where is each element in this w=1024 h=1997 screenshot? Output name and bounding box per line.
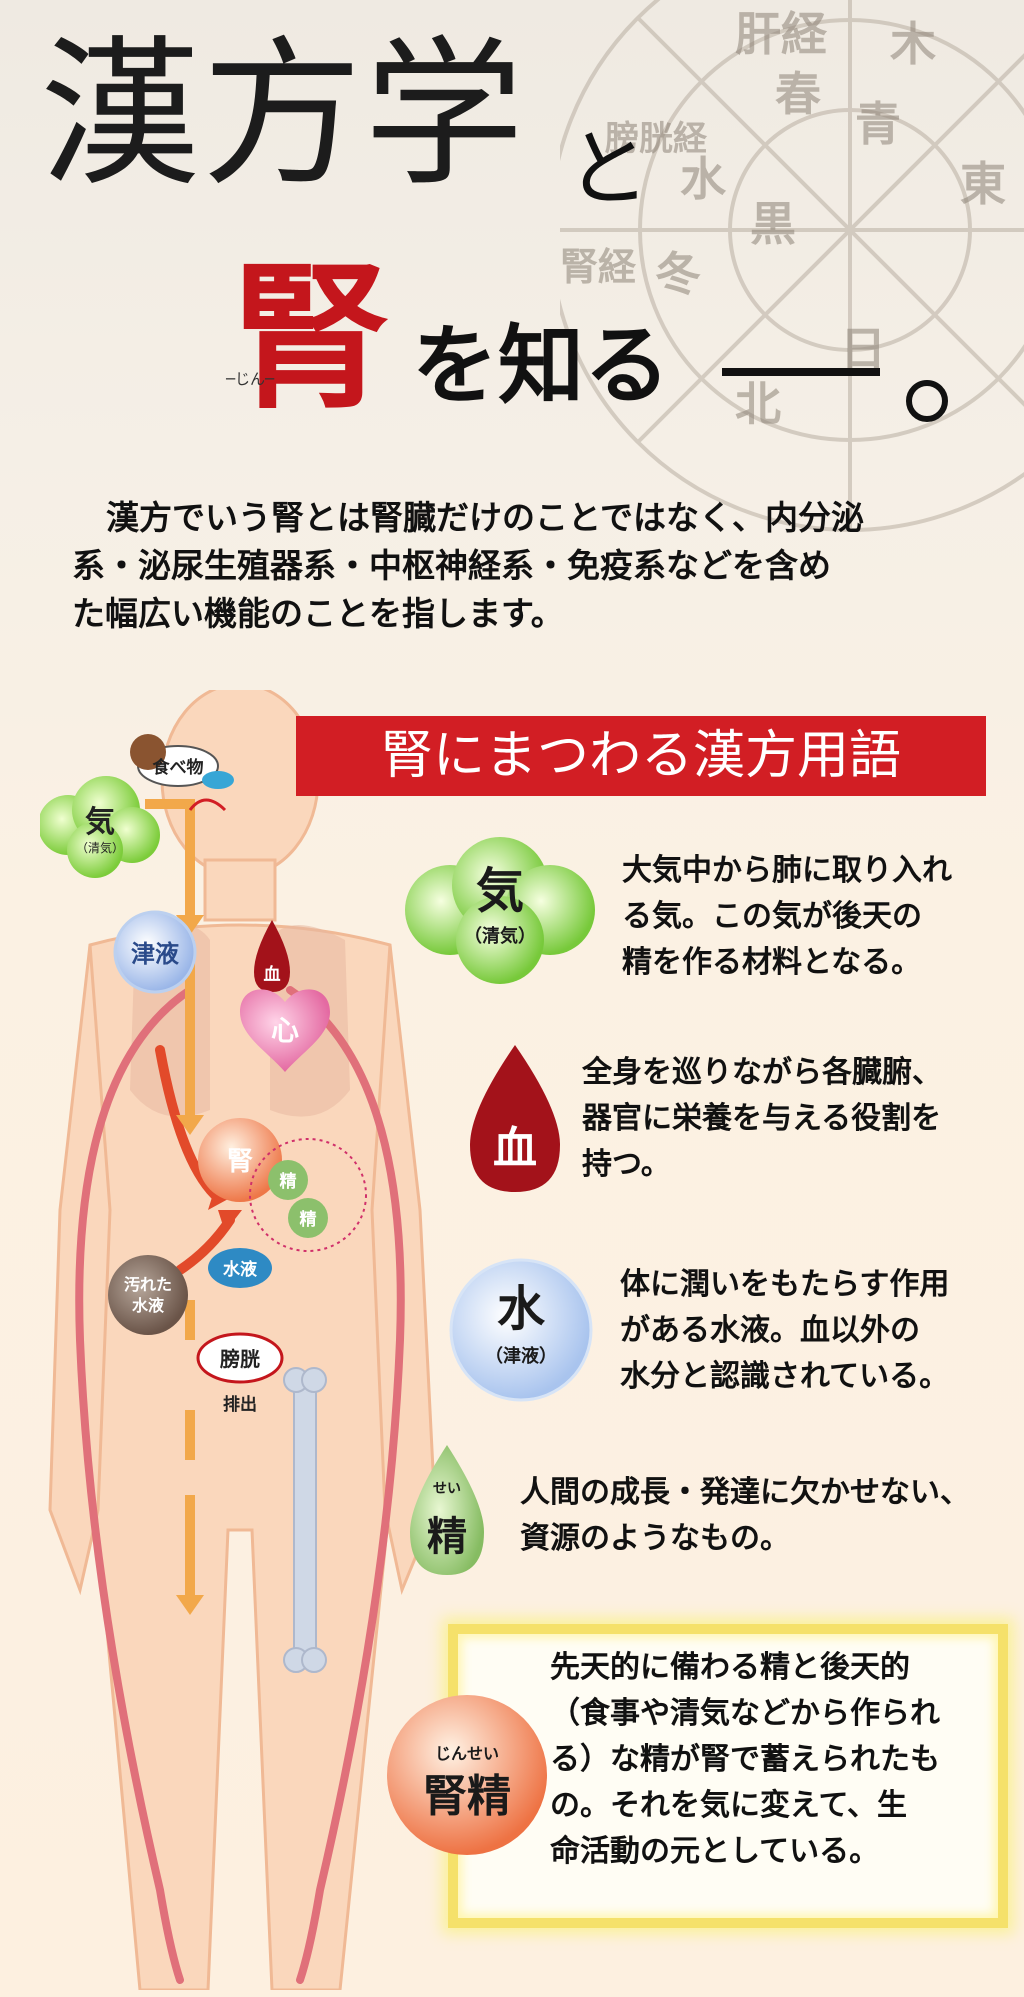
title-period	[906, 380, 948, 422]
title-shiru: を知る	[412, 316, 670, 416]
kidney-label: 腎	[227, 1147, 253, 1177]
wheel-char: 膀胱経	[605, 119, 708, 159]
dirty-label: 汚れた	[124, 1275, 172, 1294]
qi-label: 気	[85, 805, 115, 840]
qi-term-desc: 大気中から肺に取り入れ る気。この気が後天の 精を作る材料となる。	[622, 848, 952, 986]
blood-term-name: 血	[493, 1123, 537, 1174]
desc-line: 人間の成長・発達に欠かせない、	[520, 1475, 970, 1510]
wheel-char: 日	[840, 322, 886, 376]
desc-line: 命活動の元としている。	[550, 1834, 880, 1869]
shineki-label: 津液	[131, 940, 179, 968]
qi-cloud	[40, 776, 160, 878]
meat-icon	[130, 734, 166, 770]
desc-line: 全身を巡りながら各臓腑、	[582, 1055, 942, 1090]
desc-line: る気。この気が後天の	[622, 899, 922, 934]
sei-term-desc: 人間の成長・発達に欠かせない、 資源のようなもの。	[520, 1470, 970, 1562]
desc-line: 大気中から肺に取り入れ	[622, 853, 952, 888]
title-dash	[722, 368, 880, 376]
sei-circle	[249, 1138, 367, 1252]
wheel-char: 木	[890, 17, 936, 71]
wheel-char: 腎経	[560, 244, 637, 289]
intro-text: 漢方でいう腎とは腎臓だけのことではなく、内分泌 系・泌尿生殖器系・中枢神経系・免…	[72, 494, 972, 638]
desc-line: 持つ。	[582, 1147, 671, 1182]
desc-line: がある水液。血以外の	[620, 1313, 920, 1348]
water-term-orb	[449, 1258, 593, 1402]
water-term-name: 水	[496, 1281, 545, 1337]
intro-line: 漢方でいう腎とは腎臓だけのことではなく、内分泌	[106, 498, 865, 537]
wheel-char: 肝経	[735, 7, 828, 61]
qi-sub-label: （清気）	[76, 840, 124, 855]
bladder-label: 膀胱	[219, 1347, 260, 1371]
desc-line: 精を作る材料となる。	[622, 945, 922, 980]
suieki-label: 水液	[223, 1259, 257, 1280]
sei-term-drop	[410, 1445, 484, 1575]
sei-term-ruby: せい	[433, 1481, 461, 1497]
excrete-label: 排出	[223, 1394, 257, 1415]
desc-line: 器官に栄養を与える役割を	[582, 1101, 942, 1136]
sei-label: 精	[280, 1171, 297, 1192]
qi-term-name: 気	[475, 863, 524, 919]
heart-icon	[240, 989, 330, 1072]
desc-line: 水分と認識されている。	[620, 1359, 950, 1394]
blood-drop	[254, 920, 290, 992]
shineki-orb	[113, 910, 197, 994]
fish-icon	[202, 771, 234, 789]
desc-line: 体に潤いをもたらす作用	[620, 1267, 950, 1302]
jinsei-term-desc: 先天的に備わる精と後天的 （食事や清気などから作られ る）な精が腎で蓄えられたも…	[550, 1645, 940, 1875]
food-label: 食べ物	[153, 757, 204, 778]
intro-line: 系・泌尿生殖器系・中枢神経系・免疫系などを含め	[72, 546, 831, 585]
qi-term-cloud	[405, 837, 595, 984]
wheel-char: 北	[735, 377, 781, 431]
wheel-char: 春	[775, 67, 821, 121]
jinsei-term-ruby: じんせい	[434, 1744, 499, 1763]
jinsei-term-orb	[387, 1695, 547, 1855]
jinsei-term-name: 腎精	[423, 1771, 511, 1822]
sei-label: 精	[300, 1209, 317, 1230]
wheel-char: 黒	[750, 197, 796, 251]
desc-line: （食事や清気などから作られ	[550, 1696, 940, 1731]
water-term-desc: 体に潤いをもたらす作用 がある水液。血以外の 水分と認識されている。	[620, 1262, 949, 1400]
title-jin: 腎	[232, 247, 390, 431]
title-to: と	[566, 120, 651, 218]
section-banner: 腎にまつわる漢方用語	[296, 716, 986, 796]
kidney-orb	[198, 1118, 282, 1202]
dirty-label: 水液	[132, 1296, 165, 1315]
blood-label: 血	[264, 964, 281, 985]
desc-line: る）な精が腎で蓄えられたも	[550, 1742, 940, 1777]
suieki-badge	[208, 1248, 272, 1288]
sei-orb	[268, 1160, 308, 1200]
water-term-sub: （津液）	[485, 1346, 557, 1367]
wheel-char: 冬	[655, 247, 701, 301]
intro-line: た幅広い機能のことを指します。	[72, 594, 564, 633]
qi-term-sub: （清気）	[464, 926, 536, 947]
desc-line: の。それを気に変えて、生	[550, 1788, 907, 1823]
body-figure: 食べ物 気 （清気） 津液 血 心 腎 精 精 水液 汚れた 水液 膀胱 排出	[40, 690, 437, 1990]
five-elements-wheel: 肝経 木 春 青 東 膀胱経 水 黒 冬 腎経 北 日	[560, 0, 1024, 532]
sei-term-name: 精	[427, 1514, 467, 1560]
heart-label: 心	[271, 1014, 299, 1047]
dirty-water-orb	[108, 1255, 188, 1335]
wheel-char: 水	[680, 152, 727, 206]
desc-line: 先天的に備わる精と後天的	[550, 1650, 910, 1685]
desc-line: 資源のようなもの。	[520, 1521, 790, 1556]
blood-term-desc: 全身を巡りながら各臓腑、 器官に栄養を与える役割を 持つ。	[582, 1050, 942, 1188]
wheel-char: 東	[960, 157, 1006, 211]
wheel-char: 青	[855, 97, 901, 151]
sei-orb	[288, 1198, 328, 1238]
title-jin-ruby: ─じん─	[226, 370, 275, 388]
bladder-badge	[196, 1332, 284, 1384]
title-kanpo: 漢方学	[40, 21, 527, 208]
blood-term-drop	[470, 1045, 560, 1192]
